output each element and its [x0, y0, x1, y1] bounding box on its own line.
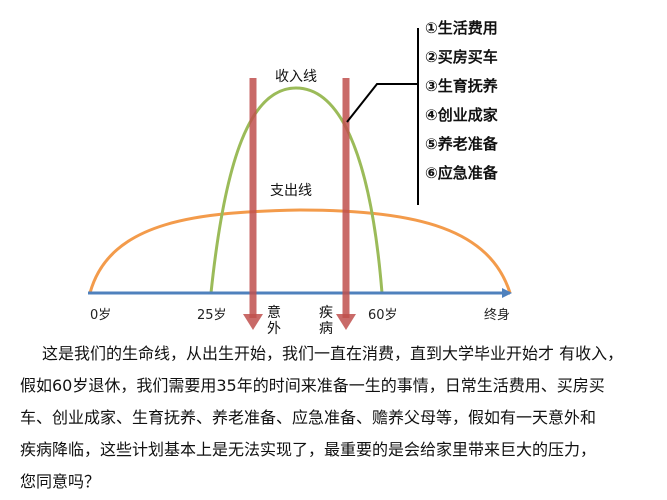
explanation-paragraph: 这是我们的生命线，从出生开始，我们一直在消费，直到大学毕业开始才 有收入， 假如…: [20, 338, 660, 498]
paragraph-line: 您同意吗？: [20, 472, 101, 491]
need-living-expenses: ①生活费用: [425, 19, 498, 37]
paragraph-line: 车、创业成家、生育抚养、养老准备、应急准备、赡养父母等，假如有一天意外和: [20, 408, 597, 427]
paragraph-line: 疾病降临，这些计划基本上是无法实现了，最重要的是会给家里带来巨大的压力，: [20, 440, 597, 459]
need-emergency: ⑥应急准备: [425, 164, 498, 182]
income-curve: [209, 86, 384, 294]
accident-label: 意 外: [267, 305, 281, 337]
paragraph-line: 假如60岁退休，我们需要用35年的时间来准备一生的事情，日常生活费用、买房买: [20, 376, 605, 395]
expense-curve: [88, 208, 512, 294]
tick-age-0: 0岁: [90, 308, 112, 323]
illness-label: 疾 病: [319, 305, 333, 337]
need-start-family: ④创业成家: [425, 106, 498, 124]
need-house-car: ②买房买车: [425, 48, 498, 66]
need-retirement: ⑤养老准备: [425, 135, 498, 153]
tick-age-25: 25岁: [197, 308, 227, 323]
illness-arrow: [336, 78, 356, 330]
life-line-diagram: 收入线 支出线 0岁 25岁 60岁 终身 意 外 疾 病 ①生活费用 ②买房买…: [88, 14, 512, 337]
tick-lifetime: 终身: [484, 308, 511, 323]
pointer-line: [346, 83, 418, 123]
tick-age-60: 60岁: [368, 308, 398, 323]
needs-list: ①生活费用 ②买房买车 ③生育抚养 ④创业成家 ⑤养老准备 ⑥应急准备: [425, 14, 498, 188]
diagram-canvas: [88, 28, 512, 330]
expense-line-label: 支出线: [270, 183, 312, 199]
paragraph-line: 这是我们的生命线，从出生开始，我们一直在消费，直到大学毕业开始才 有收入，: [42, 344, 624, 363]
income-line-label: 收入线: [275, 69, 317, 85]
need-child-raising: ③生育抚养: [425, 77, 498, 95]
accident-arrow: [243, 78, 263, 330]
